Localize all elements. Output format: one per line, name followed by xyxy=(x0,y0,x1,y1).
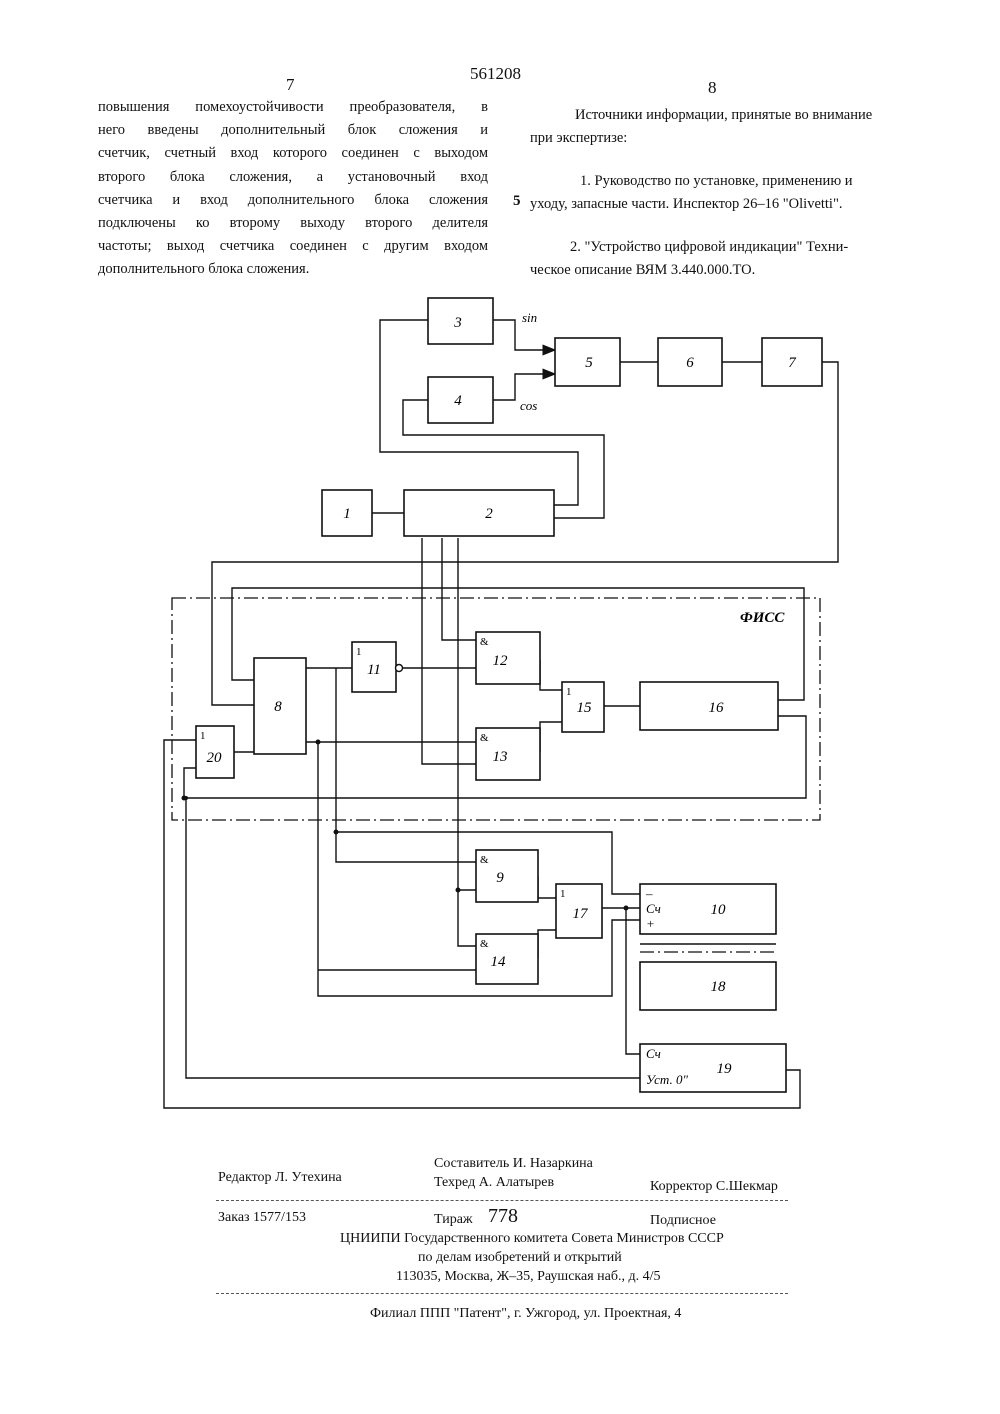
block-8: 8 xyxy=(254,658,306,754)
svg-text:14: 14 xyxy=(491,954,507,970)
block-13: &13 xyxy=(476,728,540,780)
svg-text:15: 15 xyxy=(577,700,593,716)
svg-text:&: & xyxy=(480,636,489,648)
block-1: 1 xyxy=(322,490,372,536)
block-3: 3 xyxy=(428,298,493,344)
footer-rule-2 xyxy=(216,1293,788,1294)
block-6: 6 xyxy=(658,338,722,386)
svg-text:1: 1 xyxy=(343,506,351,522)
footer-rule xyxy=(216,1200,788,1201)
block-5: 5 xyxy=(555,338,620,386)
svg-text:&: & xyxy=(480,854,489,866)
svg-text:&: & xyxy=(480,938,489,950)
footer-org2: по делам изобретений и открытий xyxy=(418,1250,622,1266)
svg-text:17: 17 xyxy=(573,906,590,922)
block-2: 2 xyxy=(404,490,554,536)
svg-text:10: 10 xyxy=(711,902,727,918)
svg-text:6: 6 xyxy=(686,355,694,371)
svg-text:–: – xyxy=(645,886,653,901)
svg-text:9: 9 xyxy=(496,870,504,886)
svg-text:&: & xyxy=(480,732,489,744)
svg-text:8: 8 xyxy=(274,699,282,715)
footer-order: Заказ 1577/153 xyxy=(218,1210,306,1226)
block-16: 16 xyxy=(640,682,778,730)
footer-print-run: 778 xyxy=(488,1205,518,1228)
svg-text:18: 18 xyxy=(711,979,727,995)
footer-compiler: Составитель И. Назаркина xyxy=(434,1156,593,1172)
svg-text:+: + xyxy=(646,916,655,931)
footer-corrector: Корректор С.Шекмар xyxy=(650,1179,778,1195)
footer-techred: Техред А. Алатырев xyxy=(434,1175,554,1191)
cos-label: cos xyxy=(520,398,537,413)
svg-text:Сч: Сч xyxy=(646,901,661,916)
footer-subscription: Подписное xyxy=(650,1213,716,1229)
sin-label: sin xyxy=(522,310,537,325)
svg-text:4: 4 xyxy=(454,393,462,409)
block-17: 1 17 xyxy=(556,884,602,938)
svg-text:Сч: Сч xyxy=(646,1046,661,1061)
block-4: 4 xyxy=(428,377,493,423)
svg-text:11: 11 xyxy=(367,662,381,678)
block-19: 19 Сч Уст. 0" xyxy=(640,1044,786,1092)
fiss-label: ФИСС xyxy=(740,610,785,626)
block-20: 120 xyxy=(196,726,234,778)
footer-editor: Редактор Л. Утехина xyxy=(218,1170,342,1186)
svg-text:2: 2 xyxy=(485,506,493,522)
footer-address: 113035, Москва, Ж–35, Раушская наб., д. … xyxy=(396,1269,661,1285)
svg-text:Уст. 0": Уст. 0" xyxy=(646,1072,688,1087)
svg-text:1: 1 xyxy=(566,686,572,698)
svg-text:1: 1 xyxy=(560,888,566,900)
block-7: 7 xyxy=(762,338,822,386)
svg-text:13: 13 xyxy=(493,749,508,765)
svg-text:1: 1 xyxy=(200,730,206,742)
block-diagram: 1 2 3 4 5 6 7 8 111 &12 &13 115 16 120 &… xyxy=(0,0,1000,1150)
footer-branch: Филиал ППП "Патент", г. Ужгород, ул. Про… xyxy=(370,1306,681,1322)
svg-text:5: 5 xyxy=(585,355,593,371)
block-12: &12 xyxy=(476,632,540,684)
svg-text:1: 1 xyxy=(356,646,362,658)
svg-text:16: 16 xyxy=(709,700,725,716)
svg-text:20: 20 xyxy=(207,750,223,766)
footer-print-run-label: Тираж xyxy=(434,1212,473,1228)
block-15: 1 15 xyxy=(562,682,604,732)
block-11: 111 xyxy=(352,642,403,692)
svg-text:19: 19 xyxy=(717,1061,733,1077)
svg-text:3: 3 xyxy=(453,315,462,331)
block-9: &9 xyxy=(476,850,538,902)
block-10: 10 – Сч + xyxy=(640,884,776,934)
svg-text:12: 12 xyxy=(493,653,509,669)
footer-org1: ЦНИИПИ Государственного комитета Совета … xyxy=(340,1231,724,1247)
block-14: &14 xyxy=(476,934,538,984)
block-18: 18 xyxy=(640,962,776,1010)
